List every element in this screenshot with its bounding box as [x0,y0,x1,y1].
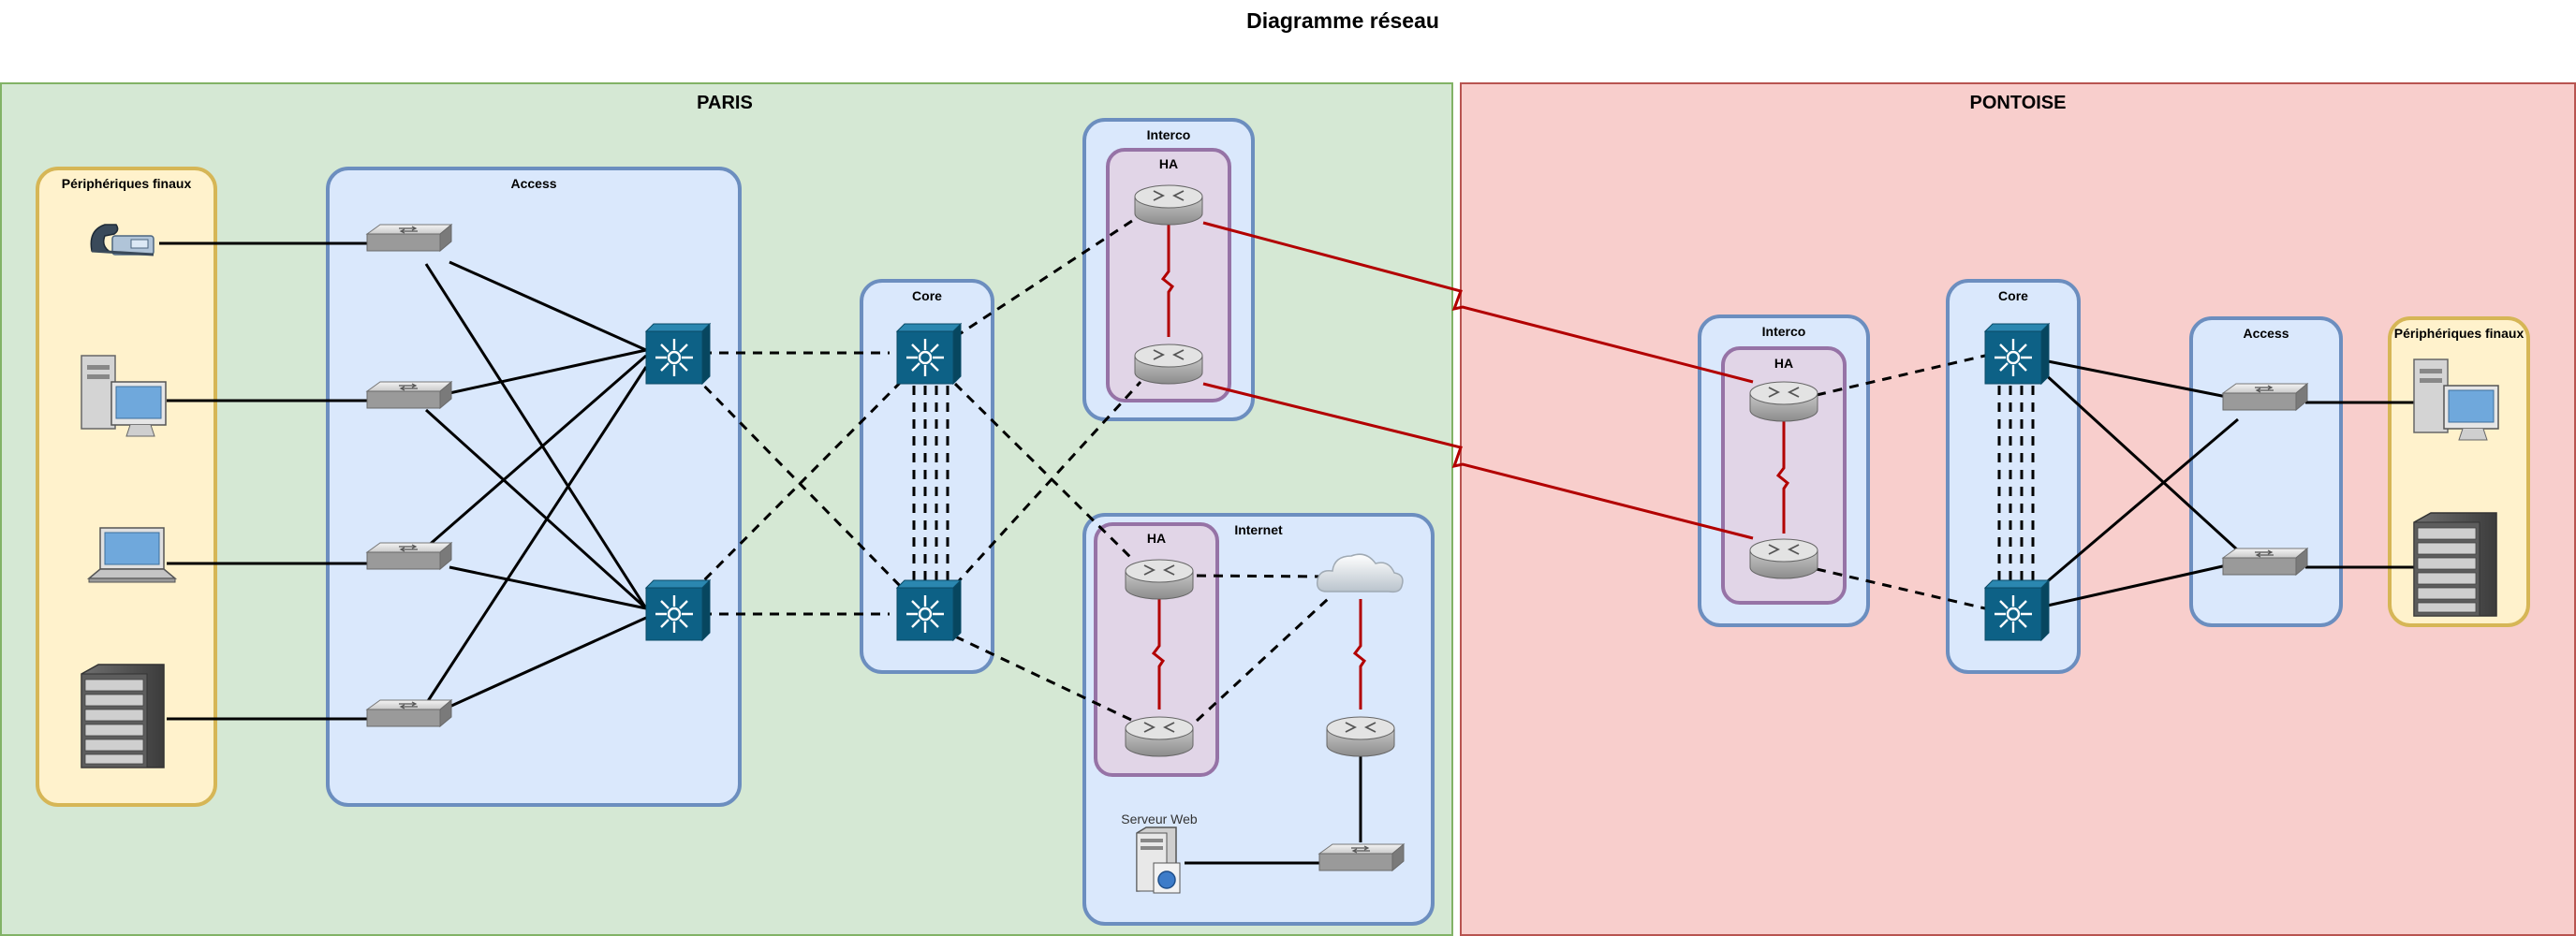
paris-internet-label: Internet [1234,522,1283,537]
link [449,565,647,610]
link [1151,597,1166,709]
link [1352,599,1367,709]
site-pontoise-label: PONTOISE [1970,93,2067,113]
l3-switch-icon [644,578,712,642]
link [424,408,648,610]
paris-endpoints-group: Périphériques finaux [36,167,217,807]
paris-access-group: Access [326,167,742,807]
l3-switch-icon [895,578,963,642]
link [953,382,1135,562]
workstation-icon [81,355,167,437]
web-server-label: Serveur Web [1121,812,1198,826]
link [1196,574,1329,578]
link [1775,419,1790,534]
links [159,213,2416,865]
paris-internet-ha-label: HA [1147,531,1166,546]
switch-icon [366,542,452,570]
link [954,213,1141,339]
switch-icon [1318,843,1405,871]
server-rack-icon [2413,512,2497,617]
link [1160,223,1175,337]
wan-link [1202,382,1754,540]
web-server-icon [1136,826,1181,894]
link [2042,563,2228,608]
pontoise-access-label: Access [2243,326,2289,341]
link [1816,354,1986,397]
link [691,373,910,593]
router-icon [1125,559,1194,600]
paris-interco-label: Interco [1147,127,1191,142]
paris-endpoints-label: Périphériques finaux [62,176,192,191]
pontoise-endpoints-label: Périphériques finaux [2394,326,2524,341]
wan-link [1202,221,1754,384]
router-icon [1125,716,1194,757]
server-rack-icon [81,664,165,768]
paris-interco-ha-label: HA [1159,156,1178,171]
link [424,263,648,609]
pontoise-interco-label: Interco [1762,324,1806,339]
switch-icon [366,699,452,727]
l3-switch-icon [1983,322,2051,386]
router-icon [1749,381,1818,422]
router-icon [1134,184,1203,226]
paris-access-label: Access [510,176,556,191]
link [953,380,1142,587]
router-icon [1326,716,1395,757]
router-icon [1134,344,1203,385]
l3-switch-icon [644,322,712,386]
laptop-icon [86,527,178,583]
phone-icon [90,224,155,256]
paris-core-label: Core [912,288,942,303]
paris-core-group: Core [860,279,994,674]
router-icon [1749,538,1818,579]
l3-switch-icon [895,322,963,386]
link [1195,597,1330,723]
link [2042,417,2239,587]
link [449,616,647,709]
pontoise-interco-ha-label: HA [1774,356,1793,371]
pontoise-core-label: Core [1998,288,2028,303]
link [2041,371,2240,552]
link [449,260,647,352]
l3-switch-icon [1983,578,2051,642]
switch-icon [2222,548,2308,576]
workstation-icon [2413,358,2499,441]
site-paris-label: PARIS [697,93,753,113]
link [2042,358,2228,399]
diagram-title: Diagramme réseau [1246,8,1439,33]
link [424,366,648,705]
link [425,354,647,549]
link [449,348,647,395]
switch-icon [366,381,452,409]
switch-icon [366,224,452,252]
cloud-icon [1316,553,1404,593]
link [1816,567,1986,610]
switch-icon [2222,383,2308,411]
pontoise-access-group: Access [2189,316,2343,627]
